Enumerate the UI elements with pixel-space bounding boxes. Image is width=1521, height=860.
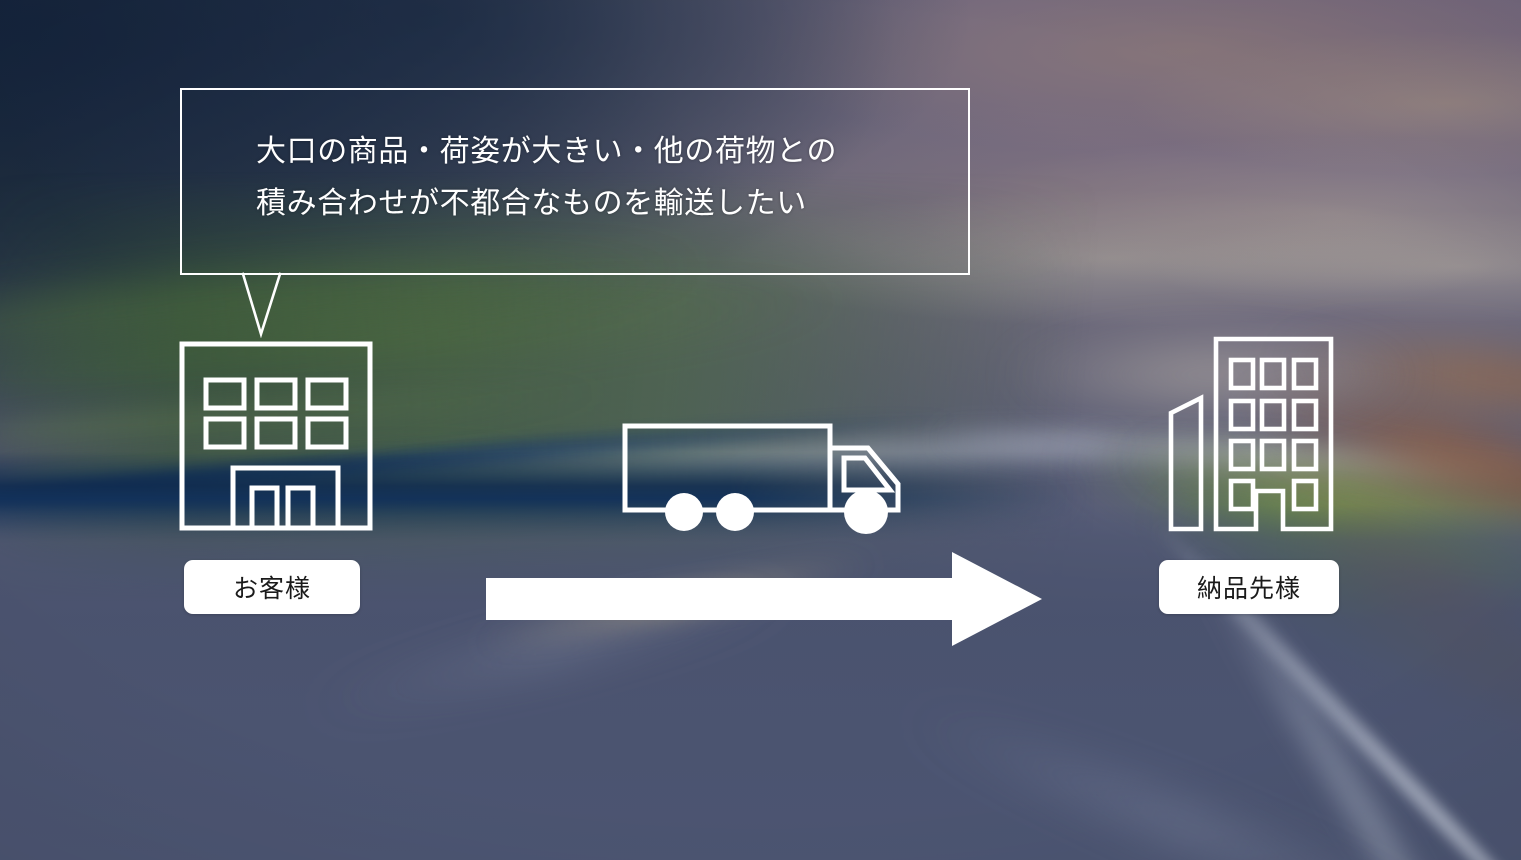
callout-tail-icon: [241, 272, 282, 338]
origin-label-pill: お客様: [184, 560, 360, 614]
delivery-truck-icon: [622, 423, 901, 534]
callout-bubble: 大口の商品・荷姿が大きい・他の荷物との 積み合わせが不都合なものを輸送したい: [180, 88, 970, 275]
office-building-icon: [179, 341, 373, 531]
tower-building-icon: [1168, 336, 1334, 532]
destination-label-text: 納品先様: [1196, 574, 1301, 603]
destination-label-pill: 納品先様: [1159, 560, 1339, 614]
origin-label-text: お客様: [232, 574, 311, 603]
callout-text: 大口の商品・荷姿が大きい・他の荷物との 積み合わせが不都合なものを輸送したい: [256, 134, 838, 221]
right-arrow-icon: [486, 552, 1042, 646]
